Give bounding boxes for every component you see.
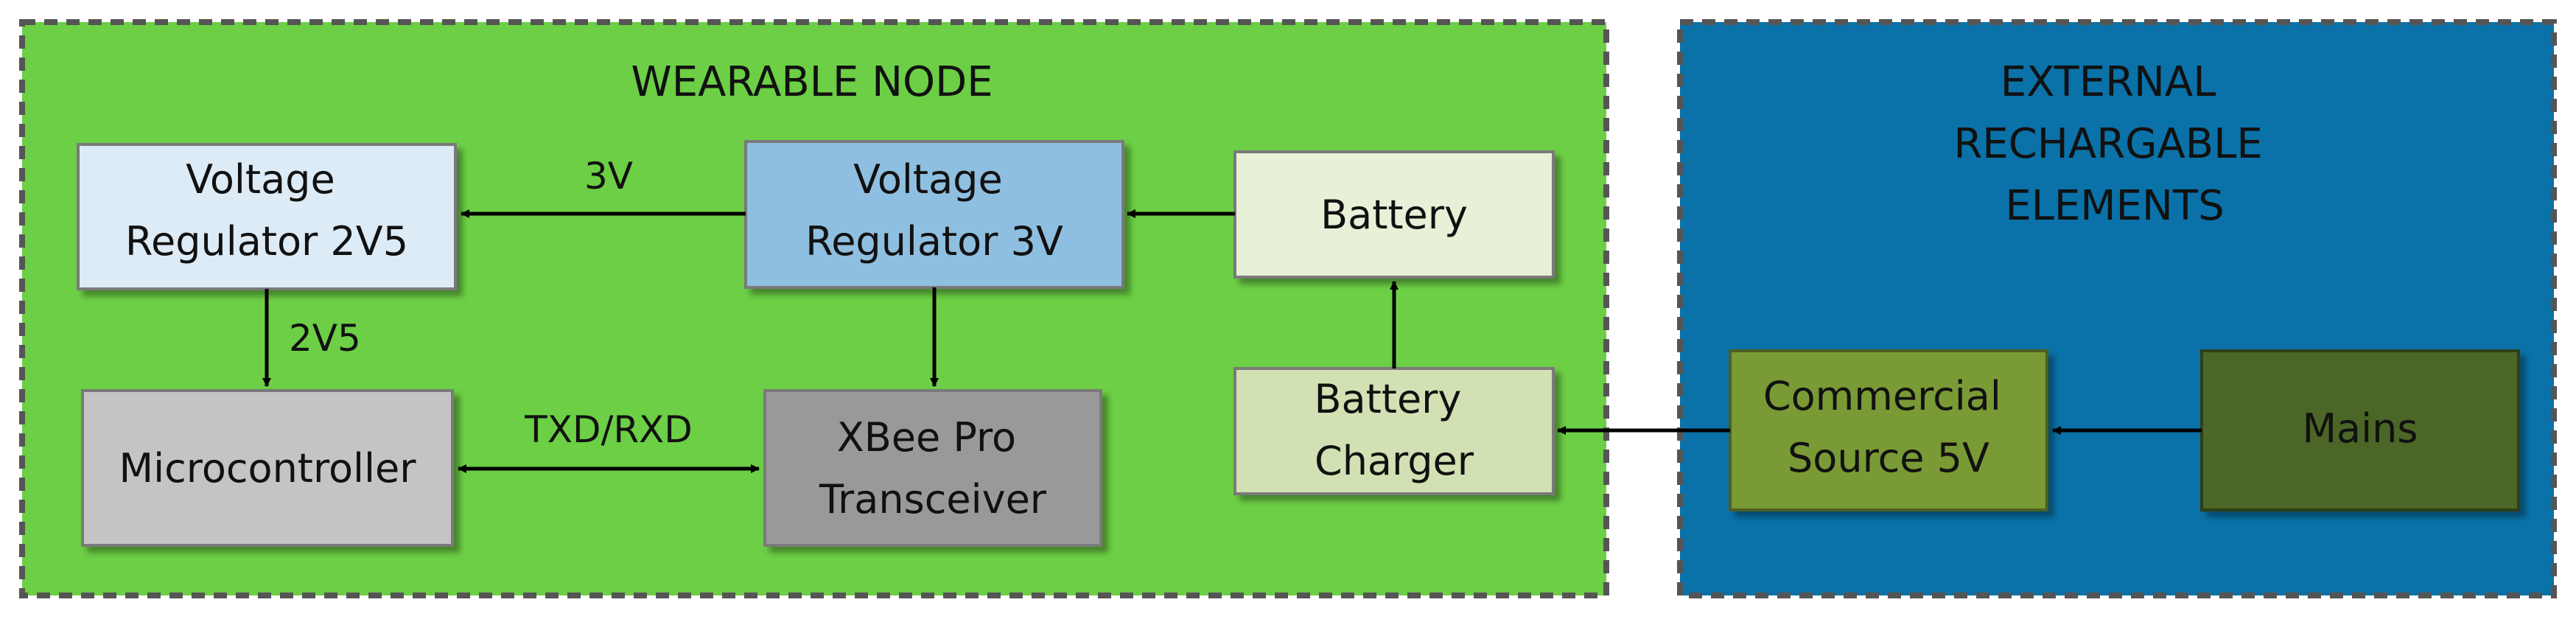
- mains-label: Mains: [2302, 405, 2418, 452]
- wearable-node-title: WEARABLE NODE: [631, 58, 993, 106]
- commercial-label-2: Source 5V: [1788, 435, 1989, 481]
- microcontroller-block: Microcontroller: [81, 389, 454, 547]
- vreg-2v5-label-2: Regulator 2V5: [125, 218, 408, 265]
- svg-text:Voltage Regulator 2V5: Voltage Regulator 2V5: [125, 156, 408, 265]
- external-title-line-1: EXTERNAL: [2001, 58, 2216, 106]
- external-title-line-3: ELEMENTS: [2005, 182, 2224, 230]
- charger-label-2: Charger: [1315, 438, 1474, 484]
- vreg-3v-label-2: Regulator 3V: [805, 218, 1063, 265]
- edge-label-2v5: 2V5: [289, 317, 361, 360]
- svg-text:Microcontroller: Microcontroller: [119, 445, 417, 492]
- edge-label-3v: 3V: [584, 155, 633, 198]
- vreg-3v-label-1: Voltage: [853, 156, 1003, 203]
- xbee-label-2: Transceiver: [819, 476, 1047, 523]
- voltage-regulator-2v5-block: Voltage Regulator 2V5: [77, 143, 457, 290]
- xbee-transceiver-block: XBee Pro Transceiver: [763, 389, 1102, 547]
- battery-block: Battery: [1233, 150, 1555, 279]
- svg-text:Mains: Mains: [2302, 405, 2418, 452]
- battery-label: Battery: [1320, 192, 1468, 238]
- external-elements-title: EXTERNAL RECHARGABLE ELEMENTS: [1953, 58, 2275, 230]
- voltage-regulator-3v-block: Voltage Regulator 3V: [744, 140, 1124, 289]
- commercial-source-block: Commercial Source 5V: [1729, 349, 2048, 511]
- svg-text:Commercial Source 5V: Commercial Source 5V: [1763, 373, 2014, 481]
- svg-text:Battery: Battery: [1320, 192, 1468, 238]
- commercial-label-1: Commercial: [1763, 373, 2001, 419]
- charger-label-1: Battery: [1314, 376, 1461, 422]
- svg-text:Voltage Regulator 3V: Voltage Regulator 3V: [805, 156, 1063, 265]
- vreg-2v5-label-1: Voltage: [186, 156, 335, 203]
- mains-block: Mains: [2200, 349, 2520, 511]
- external-title-line-2: RECHARGABLE: [1953, 120, 2262, 168]
- wearable-title-line-1: WEARABLE NODE: [631, 58, 993, 106]
- svg-text:XBee Pro Transceiver: XBee Pro Transceiver: [819, 414, 1047, 523]
- microcontroller-label: Microcontroller: [119, 445, 417, 492]
- battery-charger-block: Battery Charger: [1233, 367, 1555, 495]
- edge-label-txd-rxd: TXD/RXD: [524, 408, 693, 451]
- xbee-label-1: XBee Pro: [837, 414, 1016, 461]
- svg-text:Battery Charger: Battery Charger: [1314, 376, 1474, 484]
